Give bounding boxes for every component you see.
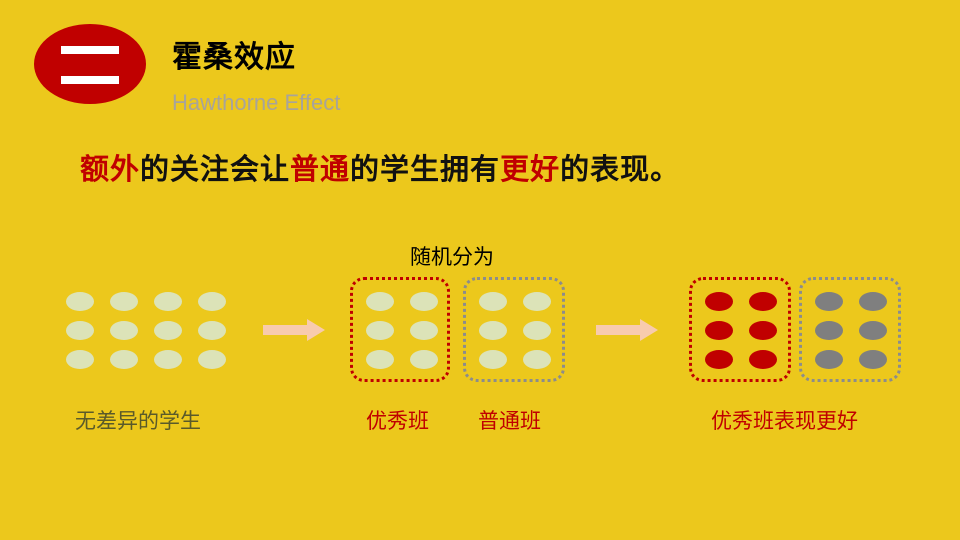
student-dot <box>815 292 843 311</box>
student-dot <box>366 321 394 340</box>
student-dot <box>410 350 438 369</box>
student-dot <box>815 321 843 340</box>
student-dot <box>479 350 507 369</box>
student-dot <box>110 321 138 340</box>
slide-title: 霍桑效应 <box>172 40 296 75</box>
student-dot <box>154 321 182 340</box>
headline: 额外的关注会让普通的学生拥有更好的表现。 <box>80 146 680 188</box>
ordinary-result-box <box>799 277 901 382</box>
student-dot <box>154 350 182 369</box>
ordinary-class-label: 普通班 <box>478 409 541 433</box>
slide-subtitle: Hawthorne Effect <box>172 90 341 115</box>
badge-bar-bottom <box>61 76 119 84</box>
excellent-class-dots <box>366 292 438 369</box>
ordinary-result-dots <box>815 292 887 369</box>
excellent-class-box <box>350 277 450 382</box>
student-dot <box>523 292 551 311</box>
student-dot <box>479 292 507 311</box>
arrow-right-icon <box>596 319 658 341</box>
student-dot <box>110 350 138 369</box>
student-dot <box>749 292 777 311</box>
student-dot <box>749 350 777 369</box>
arrow-right-icon <box>263 319 325 341</box>
excellent-result-box <box>689 277 791 382</box>
student-dot <box>523 350 551 369</box>
student-dot <box>749 321 777 340</box>
excellent-better-label: 优秀班表现更好 <box>711 409 858 433</box>
student-dot <box>410 292 438 311</box>
student-dot <box>705 292 733 311</box>
excellent-result-dots <box>705 292 777 369</box>
student-dot <box>479 321 507 340</box>
random-split-label: 随机分为 <box>410 245 494 269</box>
headline-part: 普通 <box>290 152 351 186</box>
student-dot <box>410 321 438 340</box>
student-dot <box>66 350 94 369</box>
badge-bar-top <box>61 46 119 54</box>
excellent-class-label: 优秀班 <box>366 409 429 433</box>
undifferentiated-label: 无差异的学生 <box>75 409 201 433</box>
student-dot <box>366 350 394 369</box>
ordinary-class-box <box>463 277 565 382</box>
headline-part: 的关注会让 <box>140 152 291 186</box>
student-dot <box>198 321 226 340</box>
student-dot <box>859 350 887 369</box>
student-dot <box>859 292 887 311</box>
student-dot <box>110 292 138 311</box>
headline-part: 的表现。 <box>560 152 681 186</box>
headline-part: 更好 <box>500 152 561 186</box>
student-dot <box>66 292 94 311</box>
student-dot <box>523 321 551 340</box>
student-dot <box>154 292 182 311</box>
student-dot <box>366 292 394 311</box>
student-dot <box>705 350 733 369</box>
student-dot <box>705 321 733 340</box>
headline-part: 额外 <box>80 152 141 186</box>
ordinary-class-dots <box>479 292 551 369</box>
student-dot <box>66 321 94 340</box>
headline-part: 的学生拥有 <box>350 152 501 186</box>
student-dot <box>815 350 843 369</box>
student-dot <box>859 321 887 340</box>
section-number-badge <box>34 24 146 104</box>
student-dot <box>198 350 226 369</box>
undifferentiated-students-dots <box>66 292 226 369</box>
student-dot <box>198 292 226 311</box>
